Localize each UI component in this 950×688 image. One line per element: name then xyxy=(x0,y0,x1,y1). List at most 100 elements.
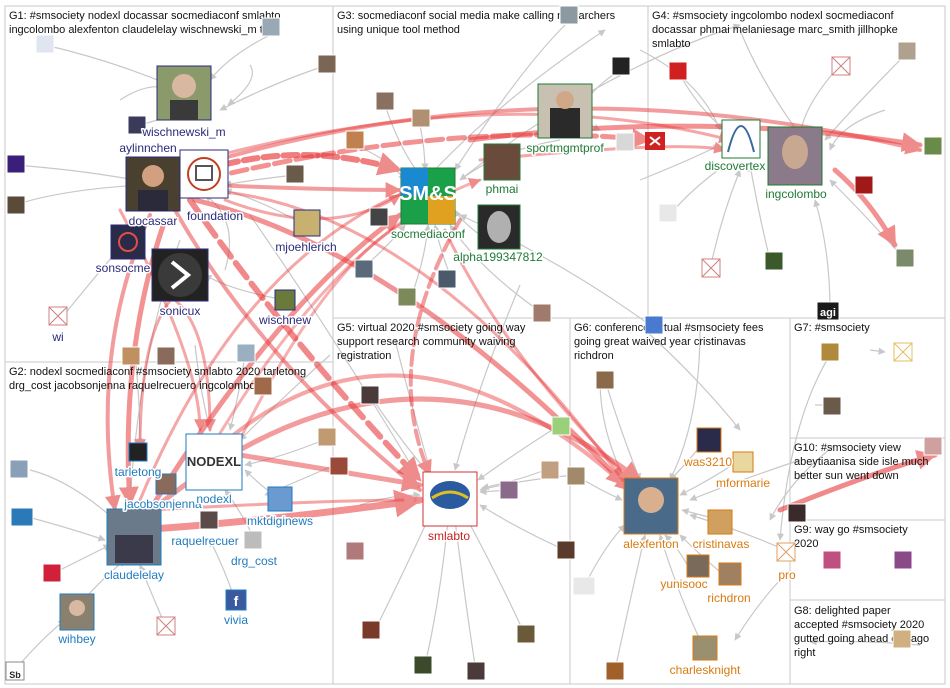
avatar-node[interactable] xyxy=(644,315,664,335)
avatar-node[interactable] xyxy=(369,207,389,227)
avatar-node[interactable] xyxy=(615,132,635,152)
avatar-node[interactable] xyxy=(595,370,615,390)
avatar-node[interactable] xyxy=(127,115,147,135)
avatar-node[interactable] xyxy=(668,61,688,81)
avatar-node[interactable] xyxy=(466,661,486,681)
avatar-node[interactable] xyxy=(6,154,26,174)
avatar-node[interactable] xyxy=(532,303,552,323)
avatar-node[interactable] xyxy=(35,34,55,54)
avatar-node[interactable] xyxy=(42,563,62,583)
avatar-node[interactable] xyxy=(551,416,571,436)
avatar-node[interactable] xyxy=(361,620,381,640)
node-phmai[interactable] xyxy=(483,143,521,181)
node-claudelelay[interactable] xyxy=(106,508,162,566)
avatar-node[interactable] xyxy=(787,503,807,523)
avatar-node[interactable] xyxy=(764,251,784,271)
node-foundation[interactable] xyxy=(179,149,229,199)
node-sonsocme[interactable] xyxy=(110,224,146,260)
empty-node[interactable] xyxy=(701,258,721,278)
avatar-node[interactable] xyxy=(611,56,631,76)
avatar-node[interactable] xyxy=(892,629,912,649)
avatar-node[interactable] xyxy=(5,661,25,681)
avatar-node[interactable] xyxy=(516,624,536,644)
avatar-node[interactable] xyxy=(893,550,913,570)
node-mformarie[interactable] xyxy=(732,451,754,473)
node-alexfenton[interactable] xyxy=(623,477,679,535)
avatar-node[interactable] xyxy=(923,136,943,156)
node-richdron[interactable] xyxy=(718,562,742,586)
node-sportmgmtprof[interactable] xyxy=(537,83,593,139)
node-mktdiginews[interactable] xyxy=(267,486,293,512)
avatar-node[interactable] xyxy=(895,248,915,268)
avatar-node[interactable] xyxy=(816,301,840,321)
node-tarletong[interactable] xyxy=(128,442,148,462)
node-yunisooc[interactable] xyxy=(686,554,710,578)
avatar-node[interactable] xyxy=(261,17,281,37)
empty-node[interactable] xyxy=(776,542,796,562)
avatar-node[interactable] xyxy=(375,91,395,111)
avatar-node[interactable] xyxy=(413,655,433,675)
node-smlabto[interactable] xyxy=(422,471,478,527)
avatar-node[interactable] xyxy=(556,540,576,560)
node-vivia[interactable]: f xyxy=(225,589,247,611)
empty-node[interactable] xyxy=(156,616,176,636)
avatar-node[interactable] xyxy=(156,346,176,366)
avatar-node[interactable] xyxy=(9,459,29,479)
avatar-node[interactable] xyxy=(345,130,365,150)
avatar-node[interactable] xyxy=(658,203,678,223)
avatar-node[interactable] xyxy=(820,342,840,362)
node-cristinavas[interactable] xyxy=(707,509,733,535)
avatar-node[interactable] xyxy=(6,195,26,215)
node-was3210[interactable] xyxy=(696,427,722,453)
avatar-node[interactable] xyxy=(199,510,219,530)
avatar-node[interactable] xyxy=(559,5,579,25)
node-sonicux[interactable] xyxy=(151,248,209,302)
avatar-node[interactable] xyxy=(411,108,431,128)
empty-node[interactable] xyxy=(831,56,851,76)
node-ingcolombo[interactable] xyxy=(767,126,823,186)
node-label-mformarie: mformarie xyxy=(716,476,770,490)
avatar-node[interactable] xyxy=(285,164,305,184)
group-box-g8 xyxy=(789,599,946,685)
avatar-node[interactable] xyxy=(317,54,337,74)
empty-node[interactable] xyxy=(48,306,68,326)
avatar-node[interactable] xyxy=(822,550,842,570)
node-label-discovertex: discovertex xyxy=(705,159,766,173)
avatar-node[interactable] xyxy=(822,396,842,416)
node-nodexl[interactable]: NODEXL xyxy=(185,433,243,491)
avatar-node[interactable] xyxy=(397,287,417,307)
avatar-node[interactable] xyxy=(121,346,141,366)
node-wischnew[interactable] xyxy=(274,289,296,311)
avatar-node[interactable] xyxy=(253,376,273,396)
avatar-node[interactable] xyxy=(499,480,519,500)
avatar-node[interactable] xyxy=(354,259,374,279)
node-labels: wischnewski_m aylinnchen docassar founda… xyxy=(50,124,829,679)
avatar-node[interactable] xyxy=(243,530,263,550)
avatar-node[interactable] xyxy=(854,175,874,195)
node-mjoehlerich[interactable] xyxy=(293,209,321,237)
avatar-node[interactable] xyxy=(10,507,34,527)
avatar-node[interactable] xyxy=(437,269,457,289)
avatar-node[interactable] xyxy=(923,436,943,456)
avatar-node[interactable] xyxy=(317,427,337,447)
avatar-node[interactable] xyxy=(540,460,560,480)
node-wischnewski_m[interactable] xyxy=(156,65,212,121)
node-socmediaconf[interactable]: SM&S xyxy=(399,167,457,225)
avatar-node[interactable] xyxy=(329,456,349,476)
node-charlesknight[interactable] xyxy=(692,635,718,661)
avatar-node[interactable] xyxy=(572,576,596,596)
node-discovertex[interactable] xyxy=(721,119,761,159)
avatar-node[interactable] xyxy=(236,343,256,363)
node-alpha199347812[interactable] xyxy=(477,204,521,250)
avatar-node[interactable] xyxy=(360,385,380,405)
node-wihbey[interactable] xyxy=(59,593,95,631)
empty-node[interactable] xyxy=(893,342,913,362)
avatar-node[interactable] xyxy=(345,541,365,561)
avatar-node[interactable] xyxy=(566,466,586,486)
node-jacobsonjenna[interactable] xyxy=(155,473,177,495)
avatar-node[interactable] xyxy=(897,41,917,61)
node-docassar[interactable] xyxy=(125,156,181,212)
avatar-node[interactable] xyxy=(605,661,625,681)
